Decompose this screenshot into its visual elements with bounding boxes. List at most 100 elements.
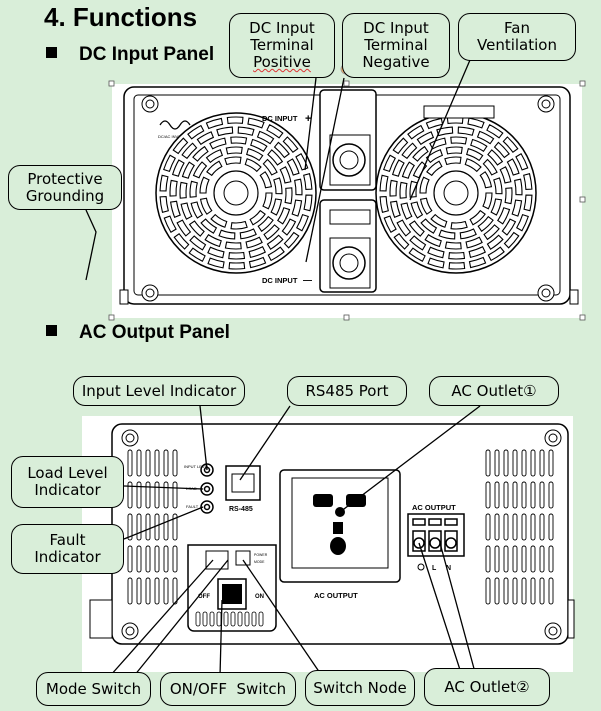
fan-slot bbox=[493, 141, 510, 159]
fan-slot bbox=[523, 194, 533, 212]
fan-slot bbox=[276, 207, 291, 225]
fan-slot bbox=[192, 145, 209, 162]
callout-ac-outlet-1: AC Outlet① bbox=[429, 376, 559, 406]
fan-slot bbox=[419, 197, 433, 215]
vent-slot bbox=[145, 545, 151, 573]
fan-slot bbox=[419, 176, 430, 194]
fan-slot bbox=[181, 161, 196, 179]
vent-slot bbox=[530, 449, 536, 477]
fan-slot bbox=[224, 156, 242, 166]
fan-slot bbox=[427, 257, 445, 269]
minus-sign: — bbox=[303, 275, 312, 285]
fan-slot bbox=[267, 246, 285, 262]
fan-slot bbox=[409, 180, 418, 198]
fan-slot bbox=[180, 202, 193, 220]
callout-text-line: Load Level bbox=[27, 464, 108, 482]
fan-slot bbox=[205, 117, 224, 130]
fan-slot bbox=[226, 116, 244, 125]
fan-slot bbox=[209, 137, 227, 150]
vent-slot bbox=[503, 513, 509, 541]
fan-slot bbox=[486, 234, 504, 250]
callout-text: Mode Switch bbox=[45, 679, 142, 698]
callout-text-line: Positive bbox=[253, 53, 311, 71]
fan-slot bbox=[295, 153, 309, 171]
vent-slot bbox=[521, 481, 527, 509]
callout-fault-indicator: Fault Indicator bbox=[11, 524, 124, 574]
fan-slot bbox=[284, 187, 293, 205]
vent-slot bbox=[485, 513, 491, 541]
callout-onoff-switch: ON/OFF Switch bbox=[160, 672, 296, 706]
fan-slot bbox=[181, 142, 198, 160]
vent-slot bbox=[145, 481, 151, 509]
fan-slot bbox=[200, 218, 218, 234]
callout-protective-grounding: Protective Grounding bbox=[8, 165, 122, 210]
fan-slot bbox=[225, 146, 243, 155]
vent-slot bbox=[530, 577, 536, 605]
small-label-power: POWER bbox=[254, 553, 268, 557]
vent-slot bbox=[136, 513, 142, 541]
logo-text: DC/AC INVERTER bbox=[158, 134, 192, 139]
callout-ac-outlet-2: AC Outlet② bbox=[424, 668, 550, 706]
fan-slot bbox=[248, 246, 267, 259]
fan-slot bbox=[206, 160, 223, 177]
fan-slot bbox=[159, 174, 169, 192]
callout-mode-switch: Mode Switch bbox=[36, 672, 151, 706]
fan-slot bbox=[393, 233, 410, 250]
fan-slot bbox=[459, 228, 477, 240]
callout-text-line: Fan bbox=[504, 19, 530, 37]
vent-slot bbox=[145, 513, 151, 541]
fan-slot bbox=[170, 200, 181, 218]
fan-slot bbox=[187, 124, 205, 140]
fan-slot bbox=[262, 192, 273, 210]
callout-text-line: Indicator bbox=[34, 548, 101, 566]
vent-slot bbox=[172, 449, 178, 477]
fan-slot bbox=[257, 215, 274, 233]
terminal-label-l: L bbox=[432, 565, 437, 572]
vent-slot bbox=[494, 449, 500, 477]
fan-slot bbox=[401, 161, 416, 179]
fan-slot bbox=[179, 181, 188, 199]
fan-slot bbox=[445, 146, 463, 155]
fan-slot bbox=[427, 246, 445, 259]
callout-switch-node: Switch Node bbox=[305, 670, 415, 706]
fan-slot bbox=[273, 177, 283, 195]
fan-slot bbox=[487, 246, 505, 262]
fan-slot bbox=[266, 234, 284, 250]
fan-slot bbox=[483, 224, 500, 241]
vent-slots-right-icon bbox=[485, 449, 554, 605]
vent-slot bbox=[512, 481, 518, 509]
vent-slot bbox=[485, 481, 491, 509]
vent-slot bbox=[548, 577, 554, 605]
callout-text-line: DC Input bbox=[363, 19, 429, 37]
screw-icon bbox=[141, 95, 555, 302]
fan-slot bbox=[294, 178, 303, 196]
fan-slot bbox=[218, 229, 236, 240]
switch-vent-slot bbox=[230, 611, 236, 627]
callout-text: ON/OFF Switch bbox=[169, 679, 287, 698]
fan-slot bbox=[196, 131, 215, 146]
fan-slot bbox=[383, 154, 397, 173]
vent-slot bbox=[154, 577, 160, 605]
fan-slot bbox=[392, 137, 409, 155]
section-ac-label: AC Output Panel bbox=[79, 322, 230, 343]
fan-slot bbox=[210, 213, 228, 228]
fan-slot bbox=[479, 171, 493, 189]
fan-slot bbox=[396, 219, 412, 237]
fan-slot bbox=[173, 233, 190, 250]
fan-slot bbox=[408, 247, 426, 262]
vent-slot bbox=[136, 545, 142, 573]
fan-slot bbox=[482, 192, 493, 210]
fan-slot bbox=[199, 176, 210, 194]
vent-slot bbox=[521, 513, 527, 541]
callout-text: RS485 Port bbox=[305, 381, 389, 400]
vent-slot bbox=[154, 449, 160, 477]
vent-slot bbox=[503, 545, 509, 573]
vent-slot bbox=[512, 577, 518, 605]
vent-slot bbox=[172, 481, 178, 509]
fan-slot bbox=[207, 246, 225, 259]
vent-slot bbox=[127, 513, 133, 541]
fan-slot bbox=[438, 229, 456, 240]
vent-slot bbox=[163, 545, 169, 573]
fan-slot bbox=[379, 196, 389, 213]
fan-slot bbox=[425, 149, 444, 164]
